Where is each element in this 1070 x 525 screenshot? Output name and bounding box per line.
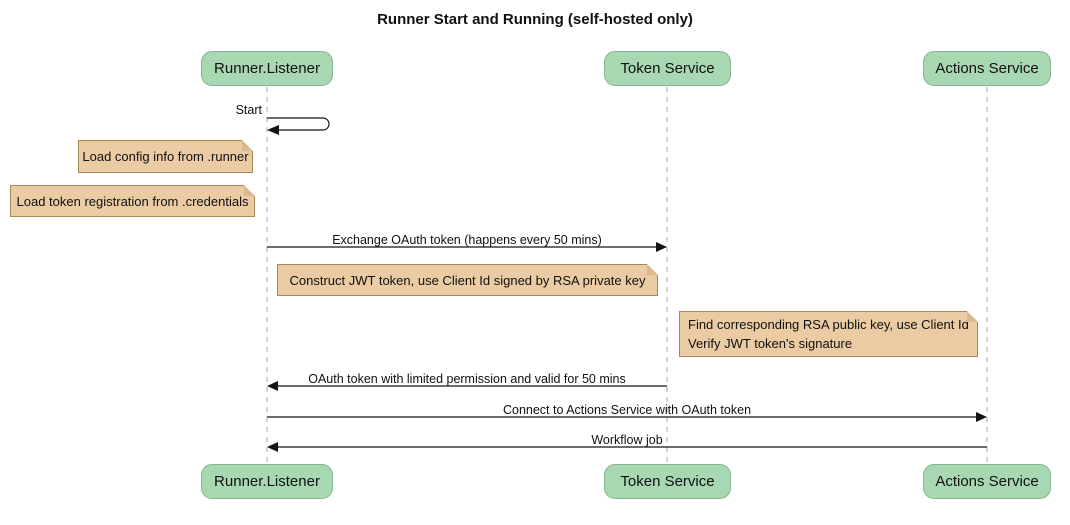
message-label-connect-actions: Connect to Actions Service with OAuth to…: [502, 403, 752, 417]
diagram-title: Runner Start and Running (self-hosted on…: [377, 11, 693, 28]
arrow-self-start: [267, 117, 330, 131]
message-label-start: Start: [235, 103, 262, 117]
arrowhead-self-start: [267, 125, 279, 135]
participant-top-token-service: Token Service: [604, 51, 731, 86]
note-load-token-registration-text: Load token registration from .credential…: [16, 193, 249, 209]
note-construct-jwt: Construct JWT token, use Client Id signe…: [277, 264, 658, 296]
note-load-config-text: Load config info from .runner: [82, 149, 249, 164]
note-construct-jwt-text: Construct JWT token, use Client Id signe…: [289, 272, 646, 288]
message-label-oauth-return: OAuth token with limited permission and …: [308, 372, 626, 386]
participant-top-actions-service: Actions Service: [923, 51, 1051, 86]
message-label-workflow-job: Workflow job: [591, 433, 663, 447]
participant-top-runner-listener: Runner.Listener: [201, 51, 333, 86]
note-find-rsa: Find corresponding RSA public key, use C…: [679, 311, 978, 357]
note-load-config: Load config info from .runner: [78, 140, 253, 173]
note-find-rsa-line2: Verify JWT token's signature: [688, 336, 853, 351]
message-label-exchange-oauth: Exchange OAuth token (happens every 50 m…: [332, 233, 602, 247]
participant-bottom-runner-listener: Runner.Listener: [201, 464, 333, 499]
participant-bottom-token-service: Token Service: [604, 464, 731, 499]
note-find-rsa-line1: Find corresponding RSA public key, use C…: [688, 317, 969, 332]
note-load-token-registration: Load token registration from .credential…: [10, 185, 255, 217]
participant-bottom-actions-service: Actions Service: [923, 464, 1051, 499]
